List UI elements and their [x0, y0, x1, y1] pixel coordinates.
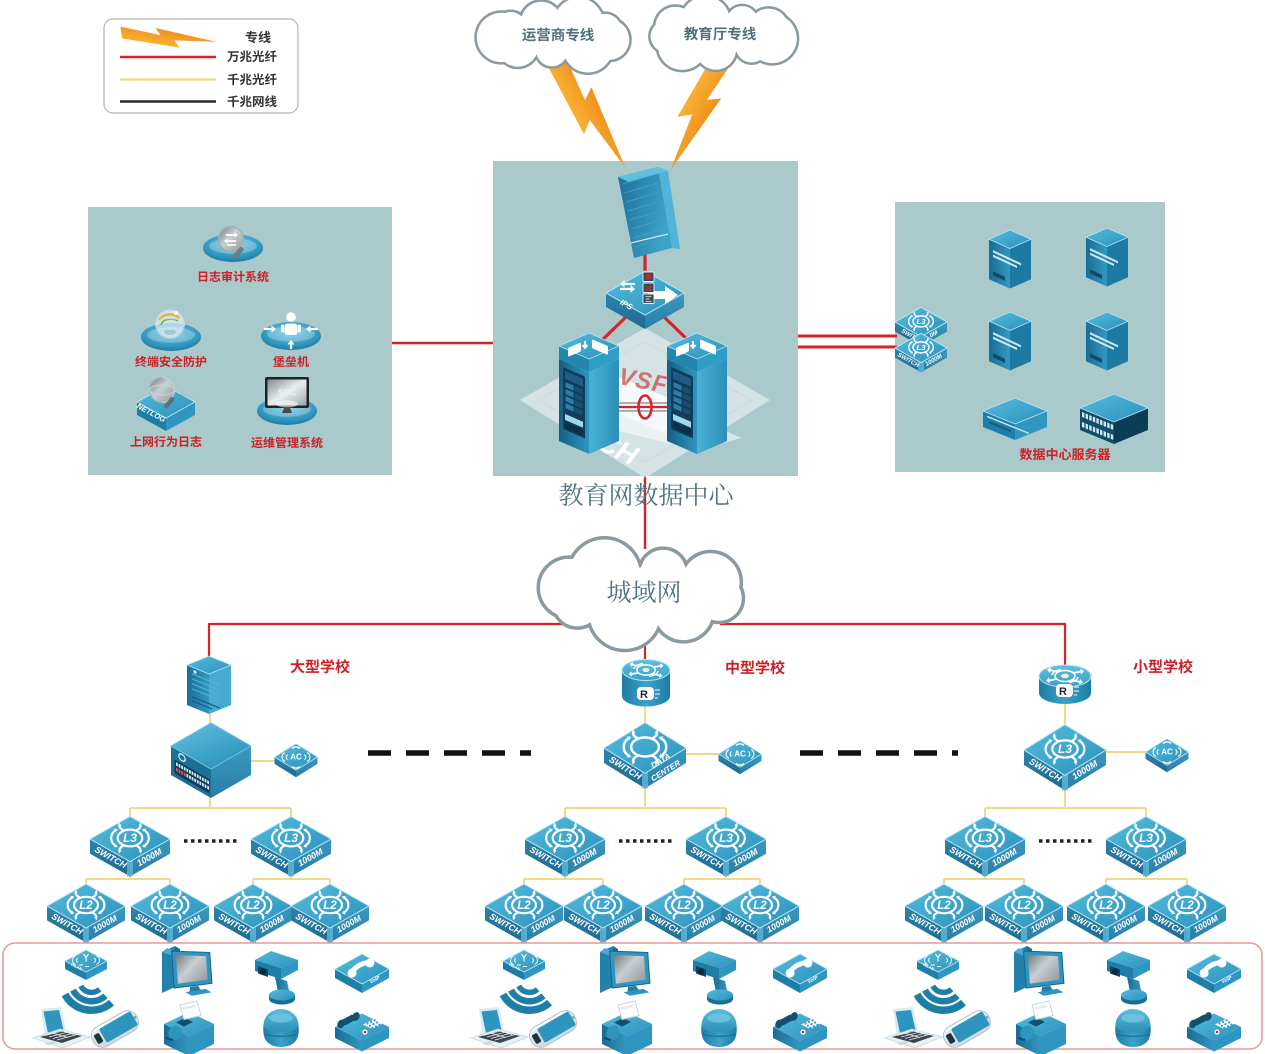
svg-text:L2: L2 [937, 900, 951, 912]
svg-text:L3: L3 [558, 831, 572, 845]
svg-text:L2: L2 [323, 900, 337, 912]
svg-text:R: R [1059, 686, 1067, 698]
svg-text:L2: L2 [1017, 900, 1031, 912]
svg-text:L3: L3 [1058, 742, 1072, 756]
svg-text:L3: L3 [1139, 831, 1153, 845]
svg-text:VoIP: VoIP [1221, 975, 1234, 986]
svg-text:L3: L3 [123, 831, 137, 845]
svg-text:L2: L2 [517, 900, 531, 912]
svg-text:L3: L3 [719, 831, 733, 845]
svg-text:WLAN: WLAN [508, 962, 521, 972]
svg-text:L3: L3 [284, 831, 298, 845]
svg-text:L2: L2 [1099, 900, 1113, 912]
svg-text:L2: L2 [246, 900, 260, 912]
svg-text:L3: L3 [917, 343, 927, 352]
svg-text:AC: AC [1161, 748, 1173, 757]
svg-text:L3: L3 [917, 317, 927, 326]
svg-text:AC: AC [734, 750, 746, 759]
svg-text:R: R [640, 689, 648, 701]
svg-text:WLAN: WLAN [922, 962, 935, 972]
svg-text:L2: L2 [596, 900, 610, 912]
svg-text:L2: L2 [163, 900, 177, 912]
svg-text:L2: L2 [1180, 900, 1194, 912]
svg-text:SOC: SOC [278, 387, 296, 397]
svg-text:WLAN: WLAN [70, 962, 83, 972]
svg-text:VoIP: VoIP [369, 975, 382, 986]
svg-text:L3: L3 [978, 831, 992, 845]
svg-text:AC: AC [290, 753, 302, 762]
svg-text:L2: L2 [677, 900, 691, 912]
svg-text:VoIP: VoIP [807, 975, 820, 986]
svg-text:L2: L2 [79, 900, 93, 912]
svg-text:0M: 0M [929, 330, 940, 340]
svg-text:L2: L2 [753, 900, 767, 912]
